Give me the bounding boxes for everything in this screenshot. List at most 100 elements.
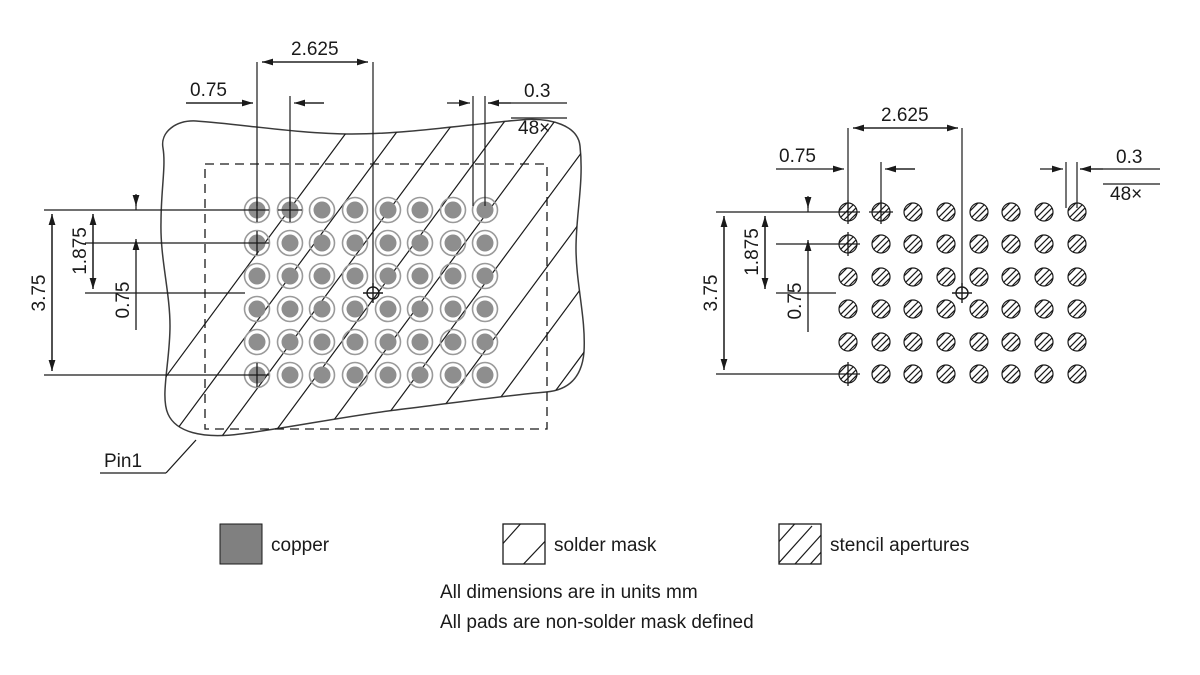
aperture — [1067, 202, 1087, 222]
pad — [308, 361, 336, 389]
dim-top-first-pad-right: 0.75 — [776, 146, 915, 173]
aperture — [1034, 267, 1054, 287]
aperture — [1001, 299, 1021, 319]
copper-pad-grid — [243, 196, 499, 389]
pad — [406, 229, 434, 257]
dim-label-075-left-vertical: 0.75 — [113, 282, 134, 319]
pad — [276, 361, 304, 389]
aperture-row — [838, 299, 1087, 319]
aperture-row — [838, 364, 1087, 384]
dim-label-48x-right: 48× — [1110, 184, 1142, 205]
dim-label-03-left: 0.3 — [524, 81, 550, 102]
aperture — [1001, 234, 1021, 254]
pin1-callout: Pin1 — [100, 439, 197, 474]
aperture — [838, 267, 858, 287]
pad — [341, 328, 369, 356]
pad — [471, 295, 499, 323]
aperture — [969, 299, 989, 319]
component-outline — [204, 163, 548, 430]
aperture — [1034, 299, 1054, 319]
aperture — [1001, 202, 1021, 222]
aperture — [903, 332, 923, 352]
pad — [341, 295, 369, 323]
pad — [406, 328, 434, 356]
legend-label-solder-mask: solder mask — [554, 535, 657, 556]
dim-left-full-span: 3.75 — [29, 214, 56, 371]
extension-lines-horizontal — [44, 194, 245, 376]
aperture — [936, 234, 956, 254]
aperture — [1067, 332, 1087, 352]
dim-label-48x-left: 48× — [518, 118, 550, 139]
pad-row — [243, 229, 499, 257]
aperture — [1067, 234, 1087, 254]
pad — [374, 295, 402, 323]
pad — [341, 196, 369, 224]
aperture — [903, 299, 923, 319]
aperture — [838, 234, 858, 254]
right-view: 2.625 0.75 0.3 48× 3.75 1.875 — [701, 105, 1160, 386]
pad — [471, 262, 499, 290]
aperture — [838, 364, 858, 384]
aperture — [969, 332, 989, 352]
dim-label-1875-right: 1.875 — [742, 228, 763, 276]
legend-item-solder-mask: solder mask — [502, 523, 657, 565]
pad — [439, 229, 467, 257]
aperture — [871, 364, 891, 384]
pad — [243, 295, 271, 323]
solder-mask-boundary — [160, 118, 586, 437]
pad — [374, 328, 402, 356]
aperture — [969, 364, 989, 384]
aperture — [1001, 364, 1021, 384]
pad — [308, 229, 336, 257]
dim-label-375-right: 3.75 — [701, 275, 722, 312]
dim-label-2625-right: 2.625 — [881, 105, 929, 126]
dim-left-half-span: 1.875 — [70, 214, 97, 289]
pad — [439, 262, 467, 290]
legend-label-stencil-apertures: stencil apertures — [830, 535, 969, 556]
pad — [308, 328, 336, 356]
pad — [243, 262, 271, 290]
pad — [341, 229, 369, 257]
pad — [374, 262, 402, 290]
aperture — [1034, 364, 1054, 384]
pad — [439, 196, 467, 224]
solder-mask-region — [160, 118, 586, 437]
pad-row — [243, 196, 499, 224]
pad-row — [243, 262, 499, 290]
pad — [406, 361, 434, 389]
dim-label-2625-left: 2.625 — [291, 39, 339, 60]
dim-left-full-span-right: 3.75 — [701, 216, 728, 370]
pad — [471, 361, 499, 389]
aperture — [903, 364, 923, 384]
dim-left-first-pitch: 0.75 — [113, 195, 140, 330]
dim-left-first-pitch-right: 0.75 — [785, 197, 812, 332]
aperture — [969, 234, 989, 254]
aperture — [1034, 202, 1054, 222]
aperture-row — [838, 267, 1087, 287]
note-pads: All pads are non-solder mask defined — [440, 612, 754, 633]
legend-label-copper: copper — [271, 535, 330, 556]
legend: copper solder mask stencil apertures — [219, 523, 969, 565]
pad — [471, 328, 499, 356]
pad — [308, 295, 336, 323]
pad — [439, 361, 467, 389]
dim-top-pitch-span-right: 2.625 — [853, 105, 958, 132]
pad — [406, 262, 434, 290]
dim-label-03-right: 0.3 — [1116, 147, 1142, 168]
pad — [308, 196, 336, 224]
pad — [276, 262, 304, 290]
aperture-row — [838, 332, 1087, 352]
aperture — [1067, 267, 1087, 287]
aperture — [871, 299, 891, 319]
pad — [406, 196, 434, 224]
extension-lines-vertical — [256, 62, 486, 290]
stencil-swatch-icon — [778, 523, 822, 565]
aperture — [936, 202, 956, 222]
aperture — [969, 267, 989, 287]
pad — [471, 229, 499, 257]
note-units: All dimensions are in units mm — [440, 582, 698, 603]
left-view: 2.625 0.75 0.3 48× 3.75 — [29, 39, 586, 474]
pad — [374, 229, 402, 257]
aperture — [1001, 267, 1021, 287]
